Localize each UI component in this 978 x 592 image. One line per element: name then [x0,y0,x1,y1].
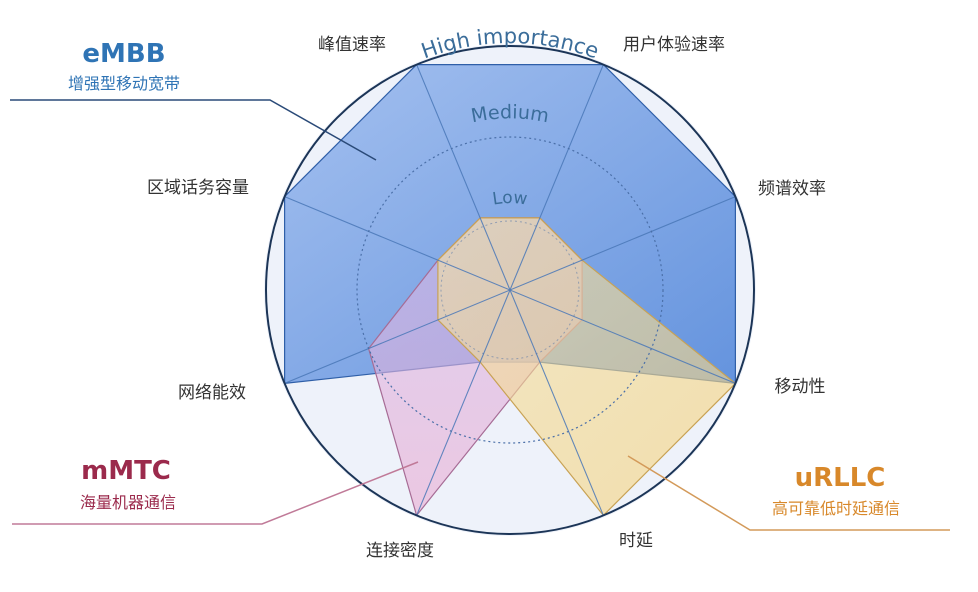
embb-callout-line [10,99,377,161]
medium-ring [356,136,664,444]
axis-label-latency: 时延 [619,531,653,551]
urllc-title: uRLLC [795,463,886,493]
axis-label-user-experience-rate: 用户体验速率 [623,35,725,55]
axis-label-spectrum-efficiency: 频谱效率 [758,179,826,199]
mmtc-title: mMTC [81,456,171,486]
axis-label-connection-density: 连接密度 [366,541,434,561]
urllc-subtitle: 高可靠低时延通信 [772,499,900,518]
embb-title: eMBB [82,39,165,69]
urllc-callout-line [627,455,950,531]
mmtc-subtitle: 海量机器通信 [80,493,176,512]
axis-label-peak-rate: 峰值速率 [318,35,386,55]
spokes-layer [284,64,736,516]
level-label-medium: Medium [469,101,550,127]
axis-label-mobility: 移动性 [775,377,826,397]
axis-label-area-traffic-capacity: 区域话务容量 [147,178,249,198]
axis-label-network-energy-efficiency: 网络能效 [178,383,246,403]
level-label-low: Low [491,188,528,210]
embb-subtitle: 增强型移动宽带 [68,74,180,93]
low-ring [440,220,580,360]
mmtc-callout-line [12,461,419,525]
outer-circle [265,45,755,535]
area-layer [284,63,737,517]
spoke-mobility [284,196,736,384]
